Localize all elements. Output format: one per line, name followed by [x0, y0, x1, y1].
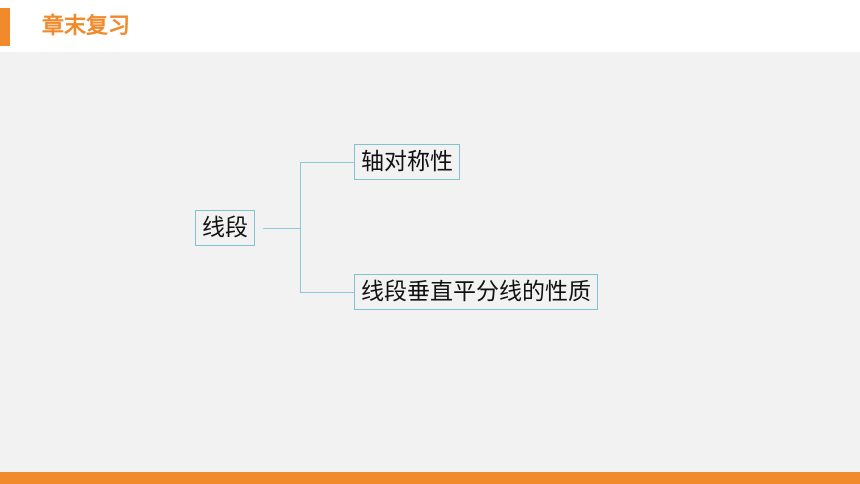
root-node: 线段: [195, 210, 255, 246]
diagram-area: 线段 轴对称性 线段垂直平分线的性质: [0, 52, 860, 472]
branch-connector-top: [300, 162, 354, 163]
branch-node-perpendicular-bisector: 线段垂直平分线的性质: [354, 274, 598, 310]
root-connector: [263, 228, 301, 229]
footer-accent-bar: [0, 472, 860, 484]
slide-header: 章末复习: [0, 0, 860, 52]
branch-connector-bottom: [300, 292, 354, 293]
vertical-connector: [300, 162, 301, 292]
header-accent-bar: [0, 8, 10, 46]
branch-node-symmetry: 轴对称性: [354, 144, 460, 180]
slide-title: 章末复习: [42, 14, 131, 39]
